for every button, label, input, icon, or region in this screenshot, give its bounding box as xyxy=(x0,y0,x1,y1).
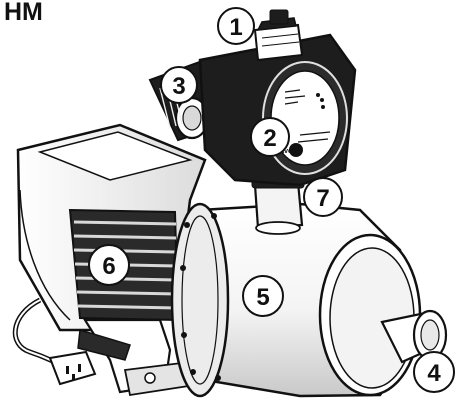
callout-number: 2 xyxy=(263,125,276,152)
callout-number: 4 xyxy=(427,360,441,387)
top-fitting xyxy=(253,9,304,62)
callout-number: 3 xyxy=(172,73,185,100)
plug-icon xyxy=(48,350,97,386)
callout-3: 3 xyxy=(160,66,198,104)
callout-6: 6 xyxy=(88,244,130,286)
callout-number: 7 xyxy=(316,185,329,212)
callout-number: 1 xyxy=(229,14,242,41)
inlet-end-cap xyxy=(318,233,448,397)
pressure-controller: davey xyxy=(198,33,357,187)
diagram-title: HM xyxy=(4,0,43,26)
callout-2: 2 xyxy=(250,117,290,157)
callout-number: 6 xyxy=(102,253,115,280)
pump-base xyxy=(77,318,197,397)
callout-1: 1 xyxy=(217,7,255,45)
controller-logo: davey xyxy=(276,148,296,155)
callout-4: 4 xyxy=(413,351,455,393)
callout-number: 5 xyxy=(256,284,269,311)
callout-7: 7 xyxy=(303,177,343,217)
callout-5: 5 xyxy=(242,275,284,317)
